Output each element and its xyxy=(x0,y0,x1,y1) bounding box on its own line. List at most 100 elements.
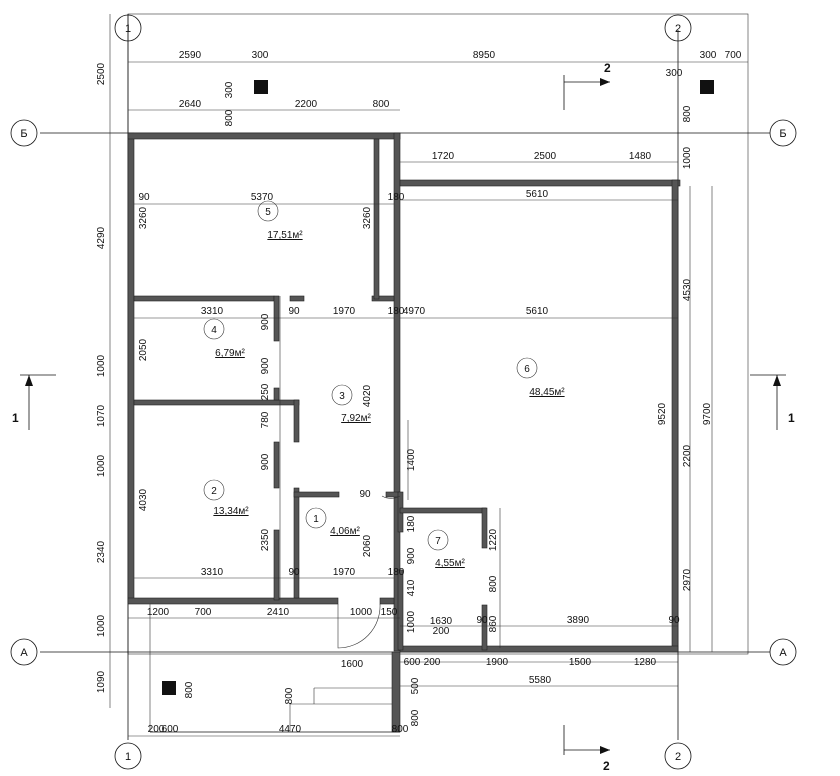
svg-text:2: 2 xyxy=(604,61,611,75)
svg-text:2640: 2640 xyxy=(179,99,202,110)
svg-text:1000: 1000 xyxy=(350,607,373,618)
section-marker-right: 1 xyxy=(750,374,795,430)
svg-text:2500: 2500 xyxy=(534,151,557,162)
svg-text:4030: 4030 xyxy=(138,488,149,511)
svg-text:1000: 1000 xyxy=(96,614,107,637)
axis-bubble-2-top: 2 xyxy=(664,14,692,42)
svg-text:5370: 5370 xyxy=(251,192,274,203)
svg-text:90: 90 xyxy=(138,192,150,203)
svg-text:90: 90 xyxy=(668,615,680,626)
svg-text:1720: 1720 xyxy=(432,151,455,162)
svg-text:4020: 4020 xyxy=(362,384,373,407)
room-2-area: 13,34м² xyxy=(213,506,249,517)
svg-text:5610: 5610 xyxy=(526,189,549,200)
room-4: 3310 1970 90 180 2050 900 900 4 6,79м² xyxy=(134,306,405,374)
svg-text:4470: 4470 xyxy=(279,724,302,735)
svg-text:2590: 2590 xyxy=(179,50,202,61)
svg-text:1000: 1000 xyxy=(96,354,107,377)
room-4-area: 6,79м² xyxy=(215,348,245,359)
svg-text:1480: 1480 xyxy=(629,151,652,162)
room-7: 7 4,55м² 1220 900 800 180 410 860 90 389… xyxy=(400,508,680,648)
svg-text:3310: 3310 xyxy=(201,567,224,578)
dim-bottom-chain-3: 5580 500 xyxy=(400,675,678,694)
svg-text:5580: 5580 xyxy=(529,675,552,686)
svg-text:1400: 1400 xyxy=(406,448,417,471)
svg-text:300: 300 xyxy=(252,50,269,61)
svg-text:2350: 2350 xyxy=(260,528,271,551)
svg-text:1630: 1630 xyxy=(430,616,453,627)
door-arc xyxy=(381,495,401,499)
svg-text:9700: 9700 xyxy=(702,402,713,425)
svg-text:1970: 1970 xyxy=(333,306,356,317)
chimney-right xyxy=(700,80,714,94)
svg-text:800: 800 xyxy=(410,709,421,726)
dim-top-chain-1: 2590 300 8950 300 700 xyxy=(128,50,748,63)
svg-text:1090: 1090 xyxy=(96,670,107,693)
axis-bubble-b-right: Б xyxy=(769,119,797,147)
room-1-number: 1 xyxy=(313,514,319,525)
axis-bubble-a-left: А xyxy=(10,638,38,666)
chimney-left xyxy=(254,80,268,94)
svg-text:1200: 1200 xyxy=(147,607,170,618)
svg-text:3260: 3260 xyxy=(138,206,149,229)
svg-text:90: 90 xyxy=(288,567,300,578)
svg-text:90: 90 xyxy=(359,489,371,500)
svg-text:2060: 2060 xyxy=(362,534,373,557)
svg-text:2970: 2970 xyxy=(682,568,693,591)
svg-text:300: 300 xyxy=(666,68,683,79)
section-marker-top: 2 xyxy=(563,61,611,110)
svg-text:4290: 4290 xyxy=(96,226,107,249)
dim-top-chain-2: 2640 2200 800 300 300 800 800 xyxy=(128,68,693,126)
svg-text:780: 780 xyxy=(260,411,271,428)
svg-text:9520: 9520 xyxy=(657,402,668,425)
svg-text:2340: 2340 xyxy=(96,540,107,563)
svg-text:1070: 1070 xyxy=(96,404,107,427)
svg-text:800: 800 xyxy=(224,109,235,126)
svg-text:3260: 3260 xyxy=(362,206,373,229)
svg-text:5610: 5610 xyxy=(526,306,549,317)
svg-text:800: 800 xyxy=(373,99,390,110)
svg-text:700: 700 xyxy=(725,50,742,61)
svg-text:2: 2 xyxy=(675,751,681,763)
svg-text:180: 180 xyxy=(406,515,417,532)
room-1: 1 4,06м² 2060 90 xyxy=(305,489,373,557)
svg-text:600: 600 xyxy=(404,657,421,668)
svg-text:300: 300 xyxy=(700,50,717,61)
dim-top-chain-3: 1720 2500 1480 1000 xyxy=(400,146,693,169)
room-5-number: 5 xyxy=(265,207,271,218)
svg-text:1220: 1220 xyxy=(488,528,499,551)
porch-outline xyxy=(149,603,400,733)
svg-text:2410: 2410 xyxy=(267,607,290,618)
dim-left-chain: 2500 4290 1000 1070 1000 2340 1000 1090 xyxy=(96,14,111,708)
axis-bubble-1-top: 1 xyxy=(114,14,142,42)
svg-text:900: 900 xyxy=(406,547,417,564)
svg-text:2050: 2050 xyxy=(138,338,149,361)
svg-text:4530: 4530 xyxy=(682,278,693,301)
svg-text:1900: 1900 xyxy=(486,657,509,668)
svg-text:1000: 1000 xyxy=(96,454,107,477)
room-3: 3 7,92м² 4020 780 250 1400 xyxy=(260,383,417,500)
svg-text:Б: Б xyxy=(20,128,27,140)
svg-text:1970: 1970 xyxy=(333,567,356,578)
svg-text:410: 410 xyxy=(406,579,417,596)
room-5-area: 17,51м² xyxy=(267,230,303,241)
svg-text:900: 900 xyxy=(260,453,271,470)
walls xyxy=(127,132,681,733)
svg-text:Б: Б xyxy=(779,128,786,140)
svg-text:1600: 1600 xyxy=(341,659,364,670)
room-6: 5610 5610 4970 4530 9520 9700 2200 2970 … xyxy=(400,186,713,652)
svg-text:200: 200 xyxy=(424,657,441,668)
svg-text:2: 2 xyxy=(675,23,681,35)
room-2: 3310 1970 90 180 4030 2350 900 2 13,34м² xyxy=(134,296,405,600)
svg-text:3890: 3890 xyxy=(567,615,590,626)
svg-text:3310: 3310 xyxy=(201,306,224,317)
svg-text:2: 2 xyxy=(603,759,610,773)
svg-text:1: 1 xyxy=(125,23,131,35)
svg-text:1: 1 xyxy=(788,411,795,425)
svg-text:600: 600 xyxy=(162,724,179,735)
svg-text:180: 180 xyxy=(388,192,405,203)
room-3-number: 3 xyxy=(339,391,345,402)
svg-text:700: 700 xyxy=(195,607,212,618)
svg-text:150: 150 xyxy=(381,607,398,618)
